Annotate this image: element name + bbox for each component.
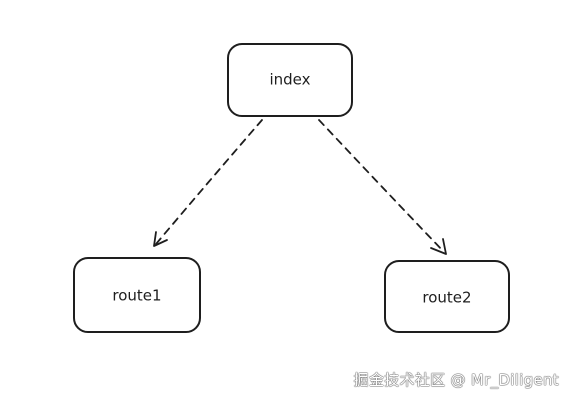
node-box [227,43,353,117]
edge-index-route1 [153,119,263,247]
node-box [384,260,510,333]
edge-index-route2 [318,119,447,255]
node-label: route1 [112,287,161,305]
node-label: route2 [422,289,471,307]
edge-line [318,119,445,253]
node-label: index [269,71,310,89]
node-box [73,257,201,333]
node-route1[interactable]: route1 [73,257,201,333]
node-route2[interactable]: route2 [384,260,510,333]
node-index[interactable]: index [227,43,353,117]
arrowhead-icon [153,231,168,247]
arrowhead-icon [430,238,447,255]
edge-line [155,119,263,245]
watermark: 掘金技术社区 @ Mr_Diligent [353,371,559,389]
